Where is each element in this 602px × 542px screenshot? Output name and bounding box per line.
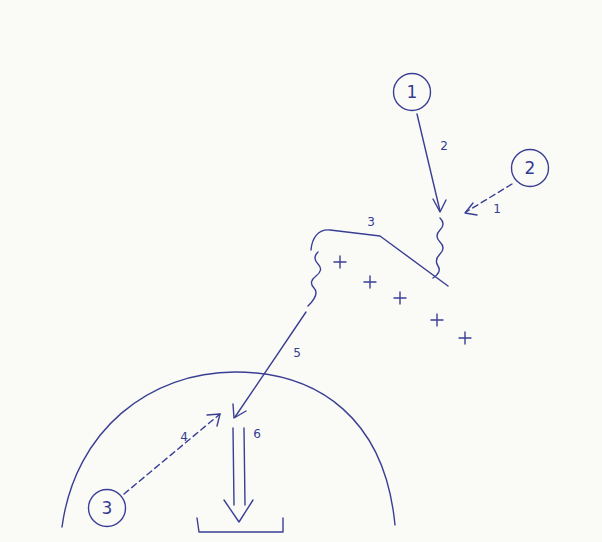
circle-outline-shape — [89, 490, 126, 527]
wavy-signal — [433, 218, 443, 278]
double-arrow-line — [233, 428, 245, 505]
cell-outline — [62, 372, 395, 527]
step-number: 5 — [293, 346, 301, 360]
membrane-line — [311, 230, 448, 286]
arrow-head — [433, 199, 446, 212]
arrow-head — [465, 203, 477, 215]
arrow-head — [207, 414, 220, 426]
circled-number: 1 — [392, 72, 432, 112]
circle-outline-shape — [512, 150, 549, 187]
circle-outline-shape — [394, 74, 431, 111]
dashed-arrow-line — [466, 184, 512, 212]
step-number: 1 — [493, 202, 501, 216]
step-number: 6 — [253, 427, 261, 441]
node-number: 3 — [102, 498, 113, 518]
step-number: 4 — [180, 430, 188, 444]
plus-charges — [334, 256, 471, 344]
circled-number: 2 — [510, 148, 550, 188]
arrow-head — [224, 500, 253, 522]
bracket — [197, 518, 283, 532]
step-number: 2 — [440, 139, 448, 153]
node-number: 2 — [525, 158, 536, 178]
circled-number: 3 — [87, 488, 127, 528]
arrow-line — [235, 312, 306, 417]
arrow-line — [417, 114, 440, 211]
arrow-head — [233, 404, 246, 418]
wavy-signal — [308, 252, 321, 306]
step-number: 3 — [367, 215, 375, 229]
node-number: 1 — [407, 82, 418, 102]
dashed-arrow-line — [124, 414, 220, 494]
